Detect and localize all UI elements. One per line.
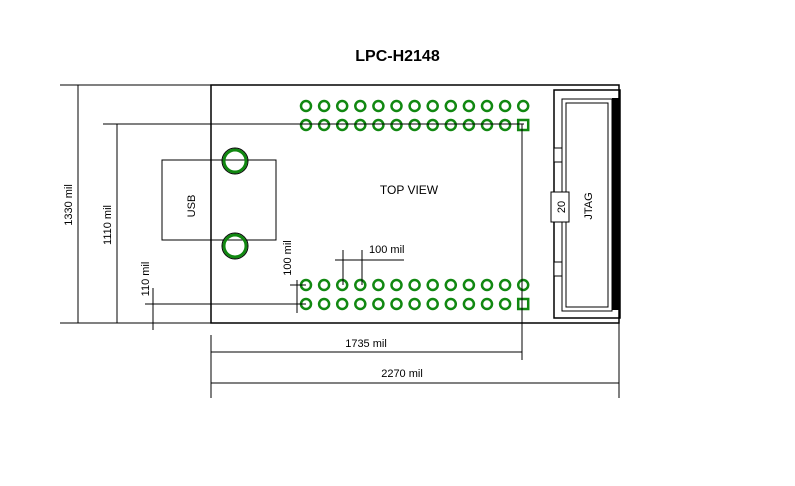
dim-height-inner: 1110 mil bbox=[102, 205, 114, 245]
pin-pad bbox=[444, 278, 458, 292]
pin-pad bbox=[462, 278, 476, 292]
pin-pad bbox=[372, 118, 385, 132]
pin-pad bbox=[408, 99, 421, 113]
pin-pad bbox=[354, 99, 367, 113]
pin-pad bbox=[516, 278, 530, 292]
pin-pad bbox=[390, 297, 403, 311]
pin-pad bbox=[372, 278, 385, 292]
pin-1-pad bbox=[516, 118, 530, 132]
pin-pad bbox=[480, 297, 494, 311]
pin-pad bbox=[372, 99, 385, 113]
pin-pad bbox=[390, 118, 403, 132]
pin-pad bbox=[516, 99, 530, 113]
pin-pad bbox=[354, 118, 367, 132]
pin-pad bbox=[498, 297, 512, 311]
pin-pad bbox=[444, 297, 458, 311]
pin-pad bbox=[426, 99, 439, 113]
pin-pad bbox=[462, 118, 476, 132]
jtag-label: JTAG bbox=[583, 192, 595, 219]
usb-connector: USB bbox=[161, 147, 277, 260]
pin-pad bbox=[408, 278, 421, 292]
pin-pad bbox=[480, 278, 494, 292]
top-view-label: TOP VIEW bbox=[380, 183, 439, 197]
pin-pad bbox=[426, 118, 439, 132]
pin-pad bbox=[480, 118, 494, 132]
jtag-connector: 20 JTAG bbox=[550, 89, 621, 319]
jtag-pin-label: 20 bbox=[556, 201, 568, 213]
pin-pad bbox=[335, 297, 349, 311]
pin-pad bbox=[498, 99, 512, 113]
pin-pad bbox=[317, 99, 331, 113]
pin-pad bbox=[335, 278, 349, 292]
pin-pad bbox=[408, 118, 421, 132]
dim-width-header: 1735 mil bbox=[345, 338, 387, 350]
header-pins bbox=[299, 99, 530, 311]
pin-pad bbox=[390, 99, 403, 113]
pin-pad bbox=[462, 99, 476, 113]
pin-pad bbox=[299, 118, 313, 132]
dim-width-total: 2270 mil bbox=[381, 368, 423, 380]
pin-pad bbox=[444, 99, 458, 113]
pin-pad bbox=[317, 278, 331, 292]
pin-pad bbox=[426, 278, 439, 292]
pin-pad bbox=[444, 118, 458, 132]
pin-pad bbox=[299, 99, 313, 113]
pin-pad bbox=[317, 118, 331, 132]
dim-height-outer: 1330 mil bbox=[63, 184, 75, 226]
pin-pad bbox=[354, 297, 367, 311]
dim-pin-pitch: 100 mil bbox=[369, 244, 404, 256]
pin-pad bbox=[462, 297, 476, 311]
pin-pad bbox=[390, 278, 403, 292]
pin-pad bbox=[372, 297, 385, 311]
pin-pad bbox=[498, 118, 512, 132]
usb-label: USB bbox=[186, 195, 198, 218]
pin-pad bbox=[335, 118, 349, 132]
dim-row-spacing: 100 mil bbox=[282, 240, 294, 275]
dim-offset-bottom: 110 mil bbox=[140, 262, 152, 297]
pin-pad bbox=[498, 278, 512, 292]
pin-pad bbox=[335, 99, 349, 113]
pin-pad bbox=[426, 297, 439, 311]
dimension-lines bbox=[60, 84, 620, 398]
pin-pad bbox=[354, 278, 367, 292]
pin-pad bbox=[480, 99, 494, 113]
pin-1-pad bbox=[516, 297, 530, 311]
pin-pad bbox=[317, 297, 331, 311]
pin-pad bbox=[408, 297, 421, 311]
diagram-title: LPC-H2148 bbox=[355, 48, 440, 65]
